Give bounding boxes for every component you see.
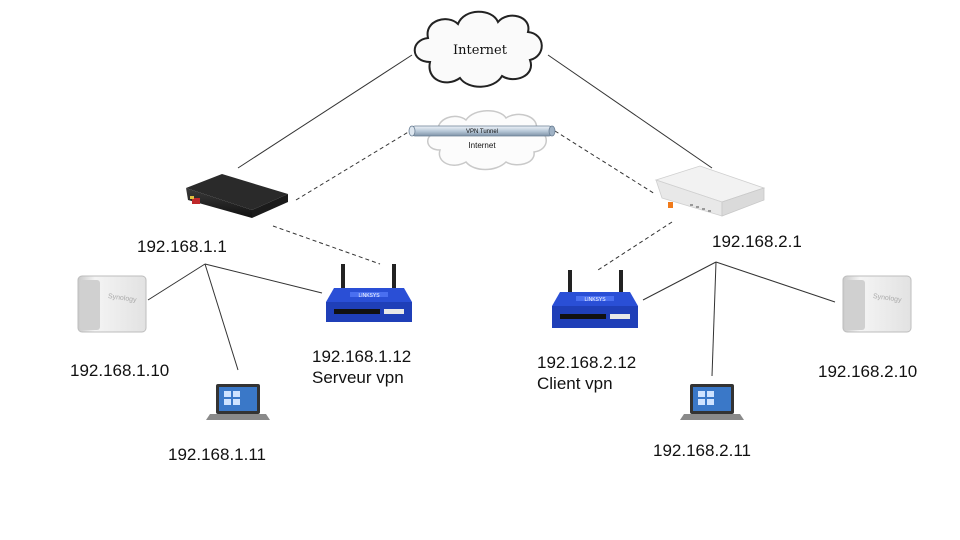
- right-vpn-router-device: LINKSYS: [552, 270, 638, 328]
- link-right-gateway-laptop: [711, 261, 717, 377]
- right-vpn-role: Client vpn: [537, 374, 613, 393]
- right-nas-brand: Synology: [872, 293, 902, 304]
- left-laptop-ip: 192.168.1.11: [168, 445, 266, 464]
- tunnel-cloud-label: Internet: [468, 141, 496, 150]
- right-router-brand: LINKSYS: [584, 297, 606, 303]
- tunnel-left-vpn-router: [272, 225, 381, 265]
- link-left-gateway-vpn-router: [204, 263, 323, 294]
- left-nas-ip: 192.168.1.10: [70, 361, 170, 380]
- right-laptop-device: [680, 384, 744, 420]
- tunnel-label: VPN Tunnel: [466, 129, 498, 135]
- left-gateway-device: [186, 174, 288, 218]
- left-laptop-device: [206, 384, 270, 420]
- right-vpn-router-ip: 192.168.2.12: [537, 353, 637, 372]
- internet-cloud-label: Internet: [453, 43, 508, 58]
- left-nas-device: Synology: [77, 275, 147, 333]
- tunnel-left-gateway: [295, 130, 411, 201]
- tunnel-right-vpn-router: [597, 221, 673, 271]
- left-vpn-role: Serveur vpn: [312, 368, 404, 387]
- right-laptop-ip: 192.168.2.11: [653, 441, 751, 460]
- link-left-gateway-internet: [237, 54, 413, 169]
- tunnel-lines: [272, 130, 673, 271]
- right-gateway-ip: 192.168.2.1: [712, 232, 802, 251]
- left-vpn-router-device: LINKSYS: [326, 264, 412, 322]
- connection-lines: [147, 54, 836, 377]
- right-gateway-device: [654, 165, 766, 217]
- link-right-gateway-internet: [547, 54, 713, 169]
- left-gateway-ip: 192.168.1.1: [137, 237, 227, 256]
- right-nas-ip: 192.168.2.10: [818, 362, 918, 381]
- link-right-gateway-nas: [715, 261, 836, 303]
- tunnel-right-gateway: [554, 130, 656, 195]
- vpn-tunnel-cloud: VPN Tunnel Internet: [408, 110, 556, 171]
- link-left-gateway-laptop: [204, 263, 239, 371]
- left-vpn-router-ip: 192.168.1.12: [312, 347, 412, 366]
- right-nas-device: Synology: [842, 275, 912, 333]
- left-nas-brand: Synology: [107, 293, 137, 304]
- link-left-gateway-nas: [147, 263, 206, 301]
- link-right-gateway-vpn-router: [642, 261, 717, 301]
- internet-cloud: Internet: [413, 10, 543, 88]
- left-router-brand: LINKSYS: [358, 293, 380, 299]
